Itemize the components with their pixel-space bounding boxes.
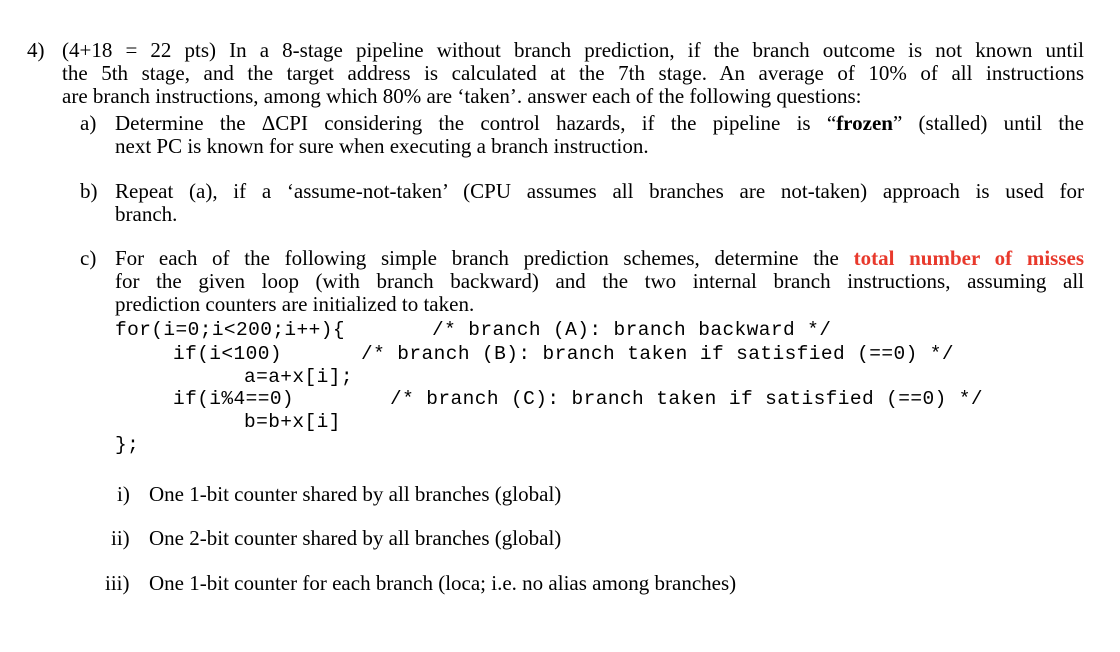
part-c-total-misses: total number of misses (853, 246, 1084, 270)
problem-line-3: are branch instructions, among which 80%… (62, 84, 862, 108)
option-i-label: i) (117, 482, 130, 506)
option-iii-text: One 1-bit counter for each branch (loca;… (149, 571, 737, 595)
part-a-label: a) (80, 111, 97, 135)
part-b-line-2: branch. (115, 202, 178, 226)
part-b-line-1: Repeat (a), if a ‘assume-not-taken’ (CPU… (115, 179, 1084, 203)
part-c-line-1: For each of the following simple branch … (115, 246, 1084, 270)
option-ii-text: One 2-bit counter shared by all branches… (149, 526, 562, 550)
code-line-b-assign: b=b+x[i] (244, 411, 341, 433)
part-a-text-pre: Determine the ΔCPI considering the contr… (115, 111, 837, 135)
part-a-text-post: ” (stalled) until the (892, 111, 1084, 135)
part-a-line-1: Determine the ΔCPI considering the contr… (115, 111, 1084, 135)
part-c-line-2: for the given loop (with branch backward… (115, 269, 1084, 293)
code-line-close: }; (115, 434, 140, 456)
part-b-label: b) (80, 179, 98, 203)
code-comment-b: /* branch (B): branch taken if satisfied… (361, 343, 954, 365)
part-c-label: c) (80, 246, 97, 270)
part-a-line-2: next PC is known for sure when executing… (115, 134, 649, 158)
code-comment-a: /* branch (A): branch backward */ (432, 319, 832, 341)
code-line-for: for(i=0;i<200;i++){ (115, 319, 345, 341)
problem-number: 4) (27, 38, 45, 62)
code-line-if-b: if(i<100) (173, 343, 282, 365)
code-comment-c: /* branch (C): branch taken if satisfied… (390, 388, 983, 410)
code-line-if-c: if(i%4==0) (173, 388, 295, 410)
code-line-a-assign: a=a+x[i]; (244, 366, 353, 388)
part-c-text-pre: For each of the following simple branch … (115, 246, 854, 270)
option-iii-label: iii) (105, 571, 130, 595)
part-a-frozen: frozen (836, 111, 893, 135)
problem-line-2: the 5th stage, and the target address is… (62, 61, 1084, 85)
part-c-line-3: prediction counters are initialized to t… (115, 292, 475, 316)
option-ii-label: ii) (111, 526, 130, 550)
problem-line-1: (4+18 = 22 pts) In a 8-stage pipeline wi… (62, 38, 1084, 62)
option-i-text: One 1-bit counter shared by all branches… (149, 482, 562, 506)
